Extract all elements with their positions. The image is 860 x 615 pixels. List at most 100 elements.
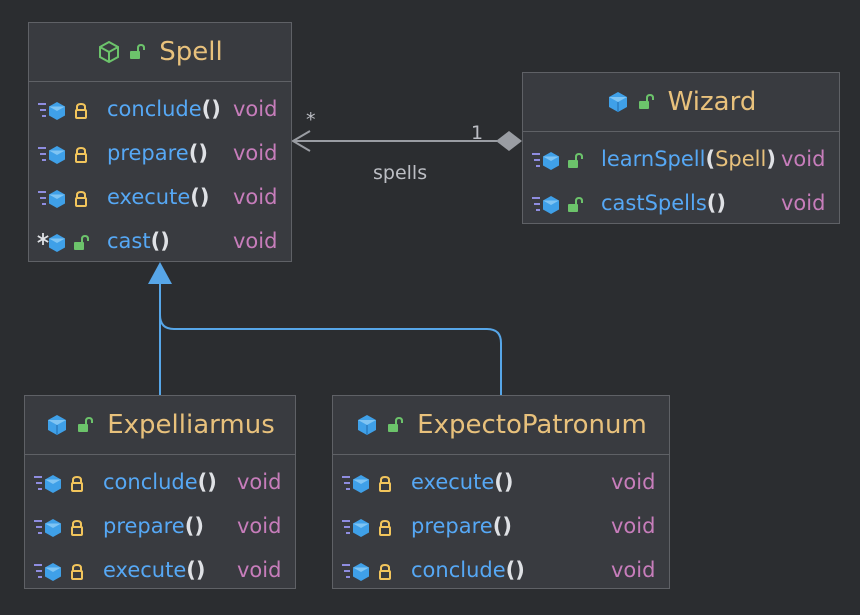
- aggregation-edge[interactable]: [291, 130, 522, 152]
- method-return-type: void: [781, 147, 826, 171]
- public-unlocked-icon: [567, 152, 583, 170]
- method-name: prepare: [107, 141, 189, 165]
- method-row[interactable]: execute()void: [29, 176, 291, 220]
- target-multiplicity: *: [306, 109, 316, 131]
- method-return-type: void: [237, 514, 282, 538]
- class-header: Wizard: [523, 73, 839, 132]
- method-parens: (): [190, 185, 210, 209]
- method-row[interactable]: conclude() void: [25, 461, 295, 505]
- static-method-icon: [37, 232, 67, 254]
- method-name: prepare: [411, 514, 493, 538]
- public-unlocked-icon: [129, 43, 146, 61]
- method-return-type: void: [611, 470, 656, 494]
- navigation-arrowhead: [291, 130, 311, 152]
- method-icon: [37, 144, 67, 166]
- method-name: castSpells: [601, 191, 707, 215]
- method-signature: learnSpell(Spell): [601, 147, 776, 171]
- method-parens: (): [201, 97, 221, 121]
- method-parens: (): [188, 141, 208, 165]
- method-signature: cast(): [107, 229, 170, 253]
- method-return-type: void: [237, 558, 282, 582]
- method-name: execute: [411, 470, 495, 494]
- method-modifier-icons: [37, 144, 89, 166]
- method-modifier-icons: [341, 473, 393, 495]
- method-close-paren: ): [766, 147, 776, 171]
- method-signature: execute(): [107, 185, 209, 209]
- method-modifier-icons: [531, 194, 583, 216]
- private-lock-icon: [69, 563, 85, 581]
- private-lock-icon: [377, 563, 393, 581]
- inheritance-line-expecto-patronum: [159, 314, 502, 395]
- class-name[interactable]: Wizard: [667, 87, 757, 117]
- method-row[interactable]: learnSpell(Spell)void: [523, 138, 839, 182]
- method-row[interactable]: prepare() void: [333, 505, 669, 549]
- method-row[interactable]: conclude() void: [29, 88, 291, 132]
- method-modifier-icons: [33, 517, 85, 539]
- method-signature: prepare(): [411, 514, 512, 538]
- private-lock-icon: [377, 475, 393, 493]
- class-name[interactable]: Expelliarmus: [107, 410, 275, 440]
- method-return-type: void: [611, 514, 656, 538]
- method-parens: (): [184, 514, 204, 538]
- method-row[interactable]: prepare()void: [29, 132, 291, 176]
- class-icon: [355, 413, 379, 437]
- private-lock-icon: [73, 146, 89, 164]
- method-icon: [341, 561, 371, 583]
- public-unlocked-icon: [567, 196, 583, 214]
- private-lock-icon: [69, 519, 85, 537]
- method-row[interactable]: cast() void: [29, 220, 291, 264]
- source-multiplicity: 1: [471, 122, 484, 144]
- method-modifier-icons: [531, 150, 583, 172]
- method-icon: [341, 473, 371, 495]
- method-row[interactable]: castSpells() void: [523, 182, 839, 226]
- class-name[interactable]: Spell: [159, 37, 223, 67]
- method-row[interactable]: conclude()void: [333, 549, 669, 593]
- method-return-type: void: [233, 97, 278, 121]
- method-open-paren: (: [705, 147, 716, 171]
- method-modifier-icons: [341, 561, 393, 583]
- method-name: execute: [107, 185, 191, 209]
- public-unlocked-icon: [638, 93, 654, 111]
- method-icon: [33, 517, 63, 539]
- method-parens: (): [492, 514, 512, 538]
- method-icon: [531, 194, 561, 216]
- class-name[interactable]: ExpectoPatronum: [417, 410, 647, 440]
- method-row[interactable]: prepare() void: [25, 505, 295, 549]
- method-signature: conclude(): [107, 97, 221, 121]
- method-return-type: void: [233, 229, 278, 253]
- method-name: conclude: [411, 558, 506, 582]
- method-modifier-icons: [37, 188, 89, 210]
- method-signature: execute(): [411, 470, 513, 494]
- method-parens: (): [505, 558, 525, 582]
- method-row[interactable]: execute() void: [25, 549, 295, 593]
- method-return-type: void: [237, 470, 282, 494]
- private-lock-icon: [377, 519, 393, 537]
- method-signature: prepare(): [103, 514, 204, 538]
- class-header: Spell: [29, 23, 291, 82]
- public-unlocked-icon: [73, 234, 89, 252]
- inheritance-edges[interactable]: [148, 262, 502, 395]
- method-parens: (): [186, 558, 206, 582]
- method-parens: (): [197, 470, 217, 494]
- method-row[interactable]: execute() void: [333, 461, 669, 505]
- method-icon: [33, 561, 63, 583]
- abstract-class-icon: [97, 40, 121, 64]
- method-parens: (): [494, 470, 514, 494]
- method-parens: (): [706, 191, 726, 215]
- private-lock-icon: [69, 475, 85, 493]
- public-unlocked-icon: [387, 416, 404, 434]
- private-lock-icon: [73, 190, 89, 208]
- method-return-type: void: [781, 191, 826, 215]
- method-name: execute: [103, 558, 187, 582]
- method-name: conclude: [103, 470, 198, 494]
- class-icon: [45, 413, 69, 437]
